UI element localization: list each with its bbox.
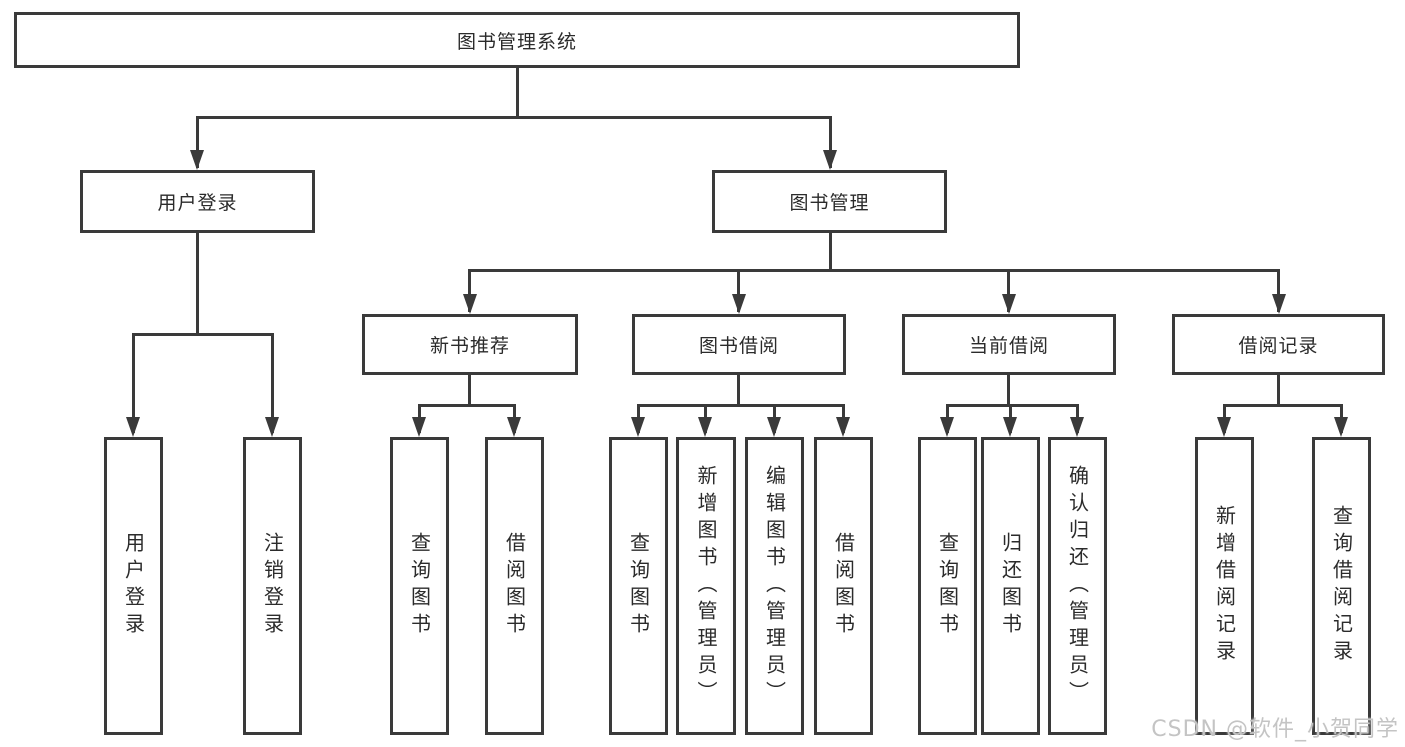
arrow-down-icon <box>1070 417 1084 437</box>
leaf-label: 确认归还（管理员） <box>1065 464 1090 708</box>
leaf-label: 用户登录 <box>121 532 146 640</box>
connector-level2-rail <box>196 116 832 119</box>
arrow-down-icon <box>631 417 645 437</box>
connector-stem <box>468 375 471 407</box>
leaf-query-borrow-record: 查询借阅记录 <box>1312 437 1371 735</box>
leaf-borrow-books-2: 借阅图书 <box>814 437 873 735</box>
arrow-down-icon <box>412 417 426 437</box>
connector-rail <box>418 404 516 407</box>
leaf-label: 借阅图书 <box>502 532 527 640</box>
connector-level3-rail <box>468 269 1280 272</box>
leaf-label: 查询图书 <box>935 532 960 640</box>
arrow-down-icon <box>1003 417 1017 437</box>
leaf-query-books-2: 查询图书 <box>609 437 668 735</box>
node-book-management: 图书管理 <box>712 170 947 233</box>
node-current-borrowing: 当前借阅 <box>902 314 1116 375</box>
arrow-down-icon <box>1272 294 1286 314</box>
arrow-down-icon <box>265 417 279 437</box>
node-user-login: 用户登录 <box>80 170 315 233</box>
arrow-down-icon <box>126 417 140 437</box>
connector-leaf-shaft <box>271 333 274 433</box>
connector-level3-shaft <box>1007 269 1010 312</box>
leaf-label: 查询借阅记录 <box>1329 505 1354 667</box>
arrow-down-icon <box>507 417 521 437</box>
connector-stem <box>737 375 740 407</box>
arrow-down-icon <box>463 294 477 314</box>
leaf-label: 归还图书 <box>998 532 1023 640</box>
connector-user-login-shaft <box>196 116 199 168</box>
leaf-label: 借阅图书 <box>831 532 856 640</box>
leaf-add-books-admin: 新增图书（管理员） <box>676 437 736 735</box>
arrow-down-icon <box>190 150 204 170</box>
node-current-borrowing-label: 当前借阅 <box>968 335 1049 357</box>
arrow-down-icon <box>732 294 746 314</box>
connector-leaf-shaft <box>132 333 135 433</box>
connector-stem <box>1277 375 1280 407</box>
node-borrowing-records-label: 借阅记录 <box>1238 335 1319 357</box>
connector-stem <box>1007 375 1010 407</box>
connector-rail <box>946 404 1079 407</box>
node-book-borrowing-label: 图书借阅 <box>698 335 779 357</box>
connector-root-stem <box>516 68 519 119</box>
connector-user-login-rail <box>132 333 274 336</box>
node-new-book-recommend: 新书推荐 <box>362 314 578 375</box>
arrow-down-icon <box>1002 294 1016 314</box>
connector-level3-shaft <box>737 269 740 312</box>
connector-book-mgmt-shaft <box>829 116 832 168</box>
leaf-query-books-1: 查询图书 <box>390 437 449 735</box>
arrow-down-icon <box>1334 417 1348 437</box>
leaf-logout: 注销登录 <box>243 437 302 735</box>
arrow-down-icon <box>1217 417 1231 437</box>
node-user-login-label: 用户登录 <box>157 192 238 214</box>
arrow-down-icon <box>767 417 781 437</box>
connector-rail <box>1223 404 1343 407</box>
arrow-down-icon <box>698 417 712 437</box>
leaf-borrow-books-1: 借阅图书 <box>485 437 544 735</box>
leaf-user-login: 用户登录 <box>104 437 163 735</box>
connector-rail <box>637 404 845 407</box>
leaf-add-borrow-record: 新增借阅记录 <box>1195 437 1254 735</box>
leaf-confirm-return-admin: 确认归还（管理员） <box>1048 437 1107 735</box>
node-new-book-recommend-label: 新书推荐 <box>429 335 510 357</box>
node-root: 图书管理系统 <box>14 12 1020 68</box>
arrow-down-icon <box>940 417 954 437</box>
csdn-watermark: CSDN @软件_小贺同学 <box>1151 717 1399 742</box>
arrow-down-icon <box>836 417 850 437</box>
leaf-label: 新增借阅记录 <box>1212 505 1237 667</box>
leaf-return-books: 归还图书 <box>981 437 1040 735</box>
leaf-label: 编辑图书（管理员） <box>762 464 787 708</box>
connector-level3-shaft <box>1277 269 1280 312</box>
leaf-label: 新增图书（管理员） <box>694 464 718 708</box>
connector-user-login-stem <box>196 233 199 336</box>
arrow-down-icon <box>823 150 837 170</box>
connector-book-mgmt-stem <box>829 233 832 272</box>
leaf-query-books-3: 查询图书 <box>918 437 977 735</box>
node-root-label: 图书管理系统 <box>456 30 577 53</box>
leaf-label: 查询图书 <box>407 532 432 640</box>
leaf-label: 注销登录 <box>260 532 285 640</box>
leaf-edit-books-admin: 编辑图书（管理员） <box>745 437 804 735</box>
node-borrowing-records: 借阅记录 <box>1172 314 1385 375</box>
node-book-borrowing: 图书借阅 <box>632 314 846 375</box>
node-book-management-label: 图书管理 <box>789 192 870 214</box>
connector-level3-shaft <box>468 269 471 312</box>
leaf-label: 查询图书 <box>626 532 651 640</box>
